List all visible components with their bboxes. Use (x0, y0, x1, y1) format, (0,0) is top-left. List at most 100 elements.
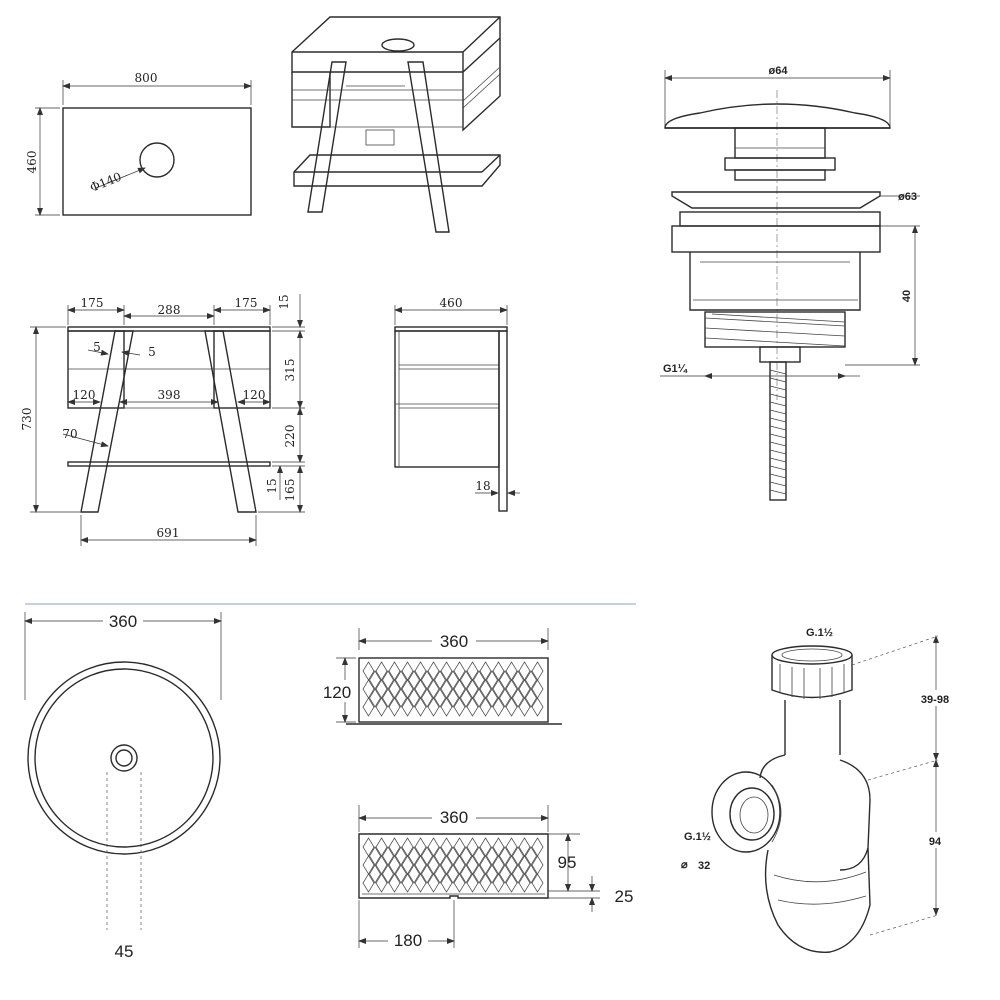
lattice-diamond (531, 873, 544, 893)
lattice-diamond (414, 697, 427, 717)
lattice-diamond (414, 837, 427, 857)
lattice-diamond (421, 688, 433, 708)
lattice-diamond (518, 837, 531, 857)
dim-288: 288 (158, 303, 181, 317)
section-body (358, 833, 549, 899)
front-top-slab (67, 326, 271, 332)
lattice-diamond (486, 846, 498, 866)
lattice-diamond (512, 864, 524, 884)
lattice-diamond (447, 688, 459, 708)
vanity-top-view: Φ140 800 460 (25, 71, 252, 216)
lattice-diamond (453, 837, 466, 857)
lattice-diamond (362, 873, 375, 893)
dim-175-left: 175 (81, 296, 104, 310)
lattice-diamond (388, 697, 401, 717)
lattice-diamond (473, 846, 485, 866)
lattice-diamond (518, 679, 531, 699)
lattice-diamond (505, 837, 518, 857)
lattice-diamond (382, 846, 394, 866)
basin-section-view: 360 95 25 180 (358, 805, 634, 950)
dim-18: 18 (475, 479, 490, 493)
front-left-box (67, 330, 125, 409)
iso-basin-hole (381, 38, 415, 52)
adjust-range-label: 39-98 (921, 694, 949, 706)
section-base-25: 25 (615, 887, 634, 906)
cap-diameter-label: ø64 (769, 65, 789, 77)
lattice-diamond (473, 864, 485, 884)
iso-bottom-shelf (293, 154, 501, 187)
lattice-diamond (401, 855, 414, 875)
section-width-360: 360 (440, 808, 468, 827)
lattice-diamond (401, 873, 414, 893)
lattice-diamond (486, 688, 498, 708)
waste-stem (734, 127, 826, 159)
lattice-diamond (492, 679, 505, 699)
front-right-box (213, 330, 271, 409)
section-half-180: 180 (394, 931, 422, 950)
lattice-diamond (453, 661, 466, 681)
lattice-diamond (479, 697, 492, 717)
vanity-isometric-view (291, 16, 501, 233)
lattice-diamond (479, 661, 492, 681)
lattice-diamond (447, 670, 459, 690)
lattice-diamond (414, 873, 427, 893)
lattice-diamond (447, 864, 459, 884)
diamond-pattern-upper (362, 661, 544, 717)
lattice-diamond (466, 855, 479, 875)
lattice-diamond (492, 661, 505, 681)
lattice-diamond (440, 661, 453, 681)
lattice-diamond (512, 670, 524, 690)
dim-15-shelf: 15 (265, 478, 279, 493)
lattice-diamond (447, 846, 459, 866)
body-height-40: 40 (901, 290, 913, 302)
lattice-diamond (531, 855, 544, 875)
lattice-diamond (382, 864, 394, 884)
elevation-height-120: 120 (323, 683, 351, 702)
inlet-thread-label: G.1½ (806, 627, 833, 639)
lattice-diamond (440, 855, 453, 875)
lattice-diamond (486, 670, 498, 690)
lattice-diamond (375, 855, 388, 875)
lattice-diamond (440, 873, 453, 893)
lattice-diamond (388, 661, 401, 681)
lattice-diamond (414, 661, 427, 681)
lattice-diamond (395, 846, 407, 866)
lattice-diamond (505, 697, 518, 717)
lattice-diamond (466, 679, 479, 699)
iso-leg-front-right (407, 61, 450, 233)
trap-body (839, 759, 871, 871)
basin-diameter-360: 360 (109, 612, 137, 631)
flange-diameter-label: ø63 (898, 191, 917, 203)
lattice-diamond (518, 873, 531, 893)
lattice-diamond (369, 846, 381, 866)
lattice-diamond (408, 846, 420, 866)
basin-elevation-view: 360 120 (318, 628, 562, 725)
dim-220: 220 (283, 425, 297, 448)
dim-730: 730 (20, 408, 34, 431)
dim-398: 398 (158, 388, 181, 402)
inlet-pipe (784, 700, 841, 755)
lattice-diamond (375, 679, 388, 699)
lattice-diamond (427, 697, 440, 717)
lattice-diamond (408, 670, 420, 690)
dim-5-right: 5 (148, 345, 156, 359)
lattice-diamond (427, 661, 440, 681)
lattice-diamond (414, 679, 427, 699)
lattice-diamond (499, 864, 511, 884)
lattice-diamond (362, 855, 375, 875)
lattice-diamond (460, 864, 472, 884)
lattice-diamond (408, 864, 420, 884)
lattice-diamond (395, 864, 407, 884)
inlet-nut (771, 655, 853, 699)
lattice-diamond (434, 864, 446, 884)
lattice-diamond (512, 846, 524, 866)
side-depth-460: 460 (440, 296, 463, 310)
lattice-diamond (434, 688, 446, 708)
waste-flange (671, 191, 881, 209)
elevation-body (358, 657, 549, 723)
lattice-diamond (401, 697, 414, 717)
lattice-diamond (473, 688, 485, 708)
lattice-diamond (375, 873, 388, 893)
lattice-diamond (427, 873, 440, 893)
